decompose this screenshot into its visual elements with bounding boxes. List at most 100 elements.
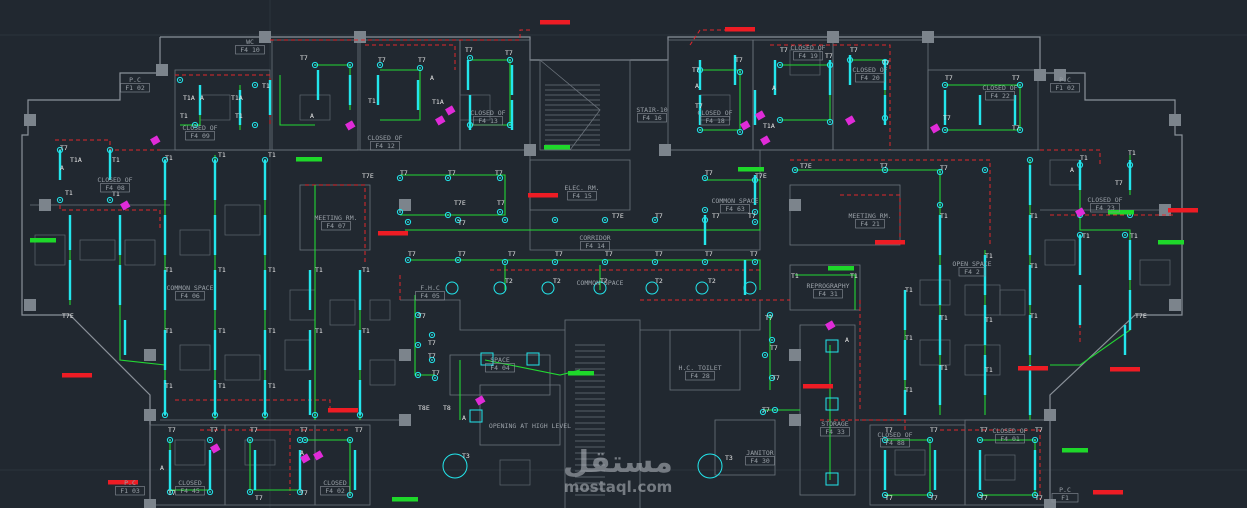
detector-symbol <box>396 174 404 182</box>
detector-dot <box>457 259 459 261</box>
room-code-storage: F4 33 <box>825 428 845 436</box>
fixture-tag: T1A <box>763 122 775 130</box>
detector-dot <box>457 219 459 221</box>
room-name-wc: WC <box>246 38 254 46</box>
fixture-tag: T7 <box>655 250 663 258</box>
fixture-tag: T1 <box>985 366 993 374</box>
room-code-htoilet: F4 28 <box>690 372 710 380</box>
detector-dot <box>254 124 256 126</box>
fixture-tag: T7 <box>378 56 386 64</box>
detector-symbol <box>1026 156 1034 164</box>
fixture-tag: T1 <box>940 364 948 372</box>
detector-symbol <box>1076 231 1084 239</box>
equipment-marker <box>825 320 836 331</box>
fixture-tag: T1A <box>70 156 82 164</box>
fixture-tag: T1 <box>905 386 913 394</box>
annotation-green-bar <box>30 238 56 243</box>
detector-dot <box>249 439 251 441</box>
fixture-tag: T7 <box>980 494 988 502</box>
detector-symbol <box>301 436 309 444</box>
detector-symbol <box>826 118 834 126</box>
detector-symbol <box>936 201 944 209</box>
room-code-pc1: F1 02 <box>125 84 145 92</box>
detector-dot <box>399 211 401 213</box>
light-fixtures <box>58 55 1132 490</box>
detector-dot <box>419 67 421 69</box>
furniture-item <box>919 279 951 306</box>
fixture-tag: T7 <box>770 344 778 352</box>
fixture-tag: T7 <box>880 162 888 170</box>
detector-symbol <box>651 216 659 224</box>
fixture-tag: T1 <box>940 314 948 322</box>
room-code-box <box>637 113 667 123</box>
detector-symbol <box>1031 436 1039 444</box>
detector-dot <box>349 64 351 66</box>
room-code-box <box>370 141 400 151</box>
detector-symbol <box>501 258 509 266</box>
detector-symbol <box>251 81 259 89</box>
detector-dot <box>59 149 61 151</box>
room-code-closed_tr4: F4 22 <box>990 92 1010 100</box>
fixture-tag: T7 <box>555 250 563 258</box>
room-name-htoilet: H.C. TOILET <box>678 364 721 372</box>
fixture-tag: T7 <box>1035 426 1043 434</box>
detector-dot <box>109 199 111 201</box>
detector-dot <box>1129 214 1131 216</box>
fixture-tag: T7 <box>850 46 858 54</box>
fixture-tag: T1 <box>315 266 323 274</box>
room-code-box <box>855 73 885 83</box>
equipment-marker <box>755 110 766 121</box>
detector-dot <box>417 374 419 376</box>
fixture-tag: T7 <box>60 144 68 152</box>
fixture-tag: T1 <box>905 286 913 294</box>
furniture-item <box>124 239 156 266</box>
detector-symbol <box>791 166 799 174</box>
detector-symbol <box>56 196 64 204</box>
furniture-item <box>1139 259 1171 286</box>
annotation-green-bar <box>296 157 322 162</box>
room-code-box <box>700 116 730 126</box>
fixture-tag: T7 <box>505 49 513 57</box>
fixture-tag: T1 <box>1030 262 1038 270</box>
detector-dot <box>349 439 351 441</box>
room-code-meeting_r: F4 21 <box>860 220 880 228</box>
detector-symbol <box>454 256 462 264</box>
detector-symbol <box>601 258 609 266</box>
annotation-green-bar <box>738 167 764 172</box>
detector-symbol <box>211 156 219 164</box>
fixture-tag: T7 <box>300 426 308 434</box>
detector-dot <box>304 439 306 441</box>
detector-dot <box>407 221 409 223</box>
fixture-tag: T2 <box>708 277 716 285</box>
detector-dot <box>431 334 433 336</box>
fixture-tag: T1A <box>432 98 444 106</box>
fixture-tag: T7 <box>250 426 258 434</box>
detector-symbol <box>551 216 559 224</box>
detector-dot <box>769 314 771 316</box>
room-code-box <box>745 456 775 466</box>
room-code-closed_tl1: F4 09 <box>190 132 210 140</box>
fixture-tag: T8 <box>443 404 451 412</box>
detector-symbol <box>751 176 759 184</box>
fixture-tag: T1 <box>218 382 226 390</box>
room-code-corridor: F4 14 <box>585 242 605 250</box>
room-name-pc4: P.C <box>1059 486 1071 494</box>
detector-dot <box>314 64 316 66</box>
detector-dot <box>249 491 251 493</box>
fixture-tag: T7E <box>800 162 812 170</box>
detector-dot <box>739 131 741 133</box>
fixture-tag: T7 <box>705 250 713 258</box>
detector-dot <box>264 159 266 161</box>
detector-symbol <box>701 206 709 214</box>
furniture-item <box>329 299 356 326</box>
room-code-space: F4 04 <box>490 364 510 372</box>
fixture-tag: T2 <box>553 277 561 285</box>
detector-symbol <box>736 68 744 76</box>
detector-symbol <box>926 436 934 444</box>
detector-dot <box>169 439 171 441</box>
room-name-meeting_l: MEETING RM. <box>314 214 357 222</box>
column <box>1044 499 1056 508</box>
fixture-tag: T1 <box>1082 232 1090 240</box>
detector-symbol <box>501 216 509 224</box>
